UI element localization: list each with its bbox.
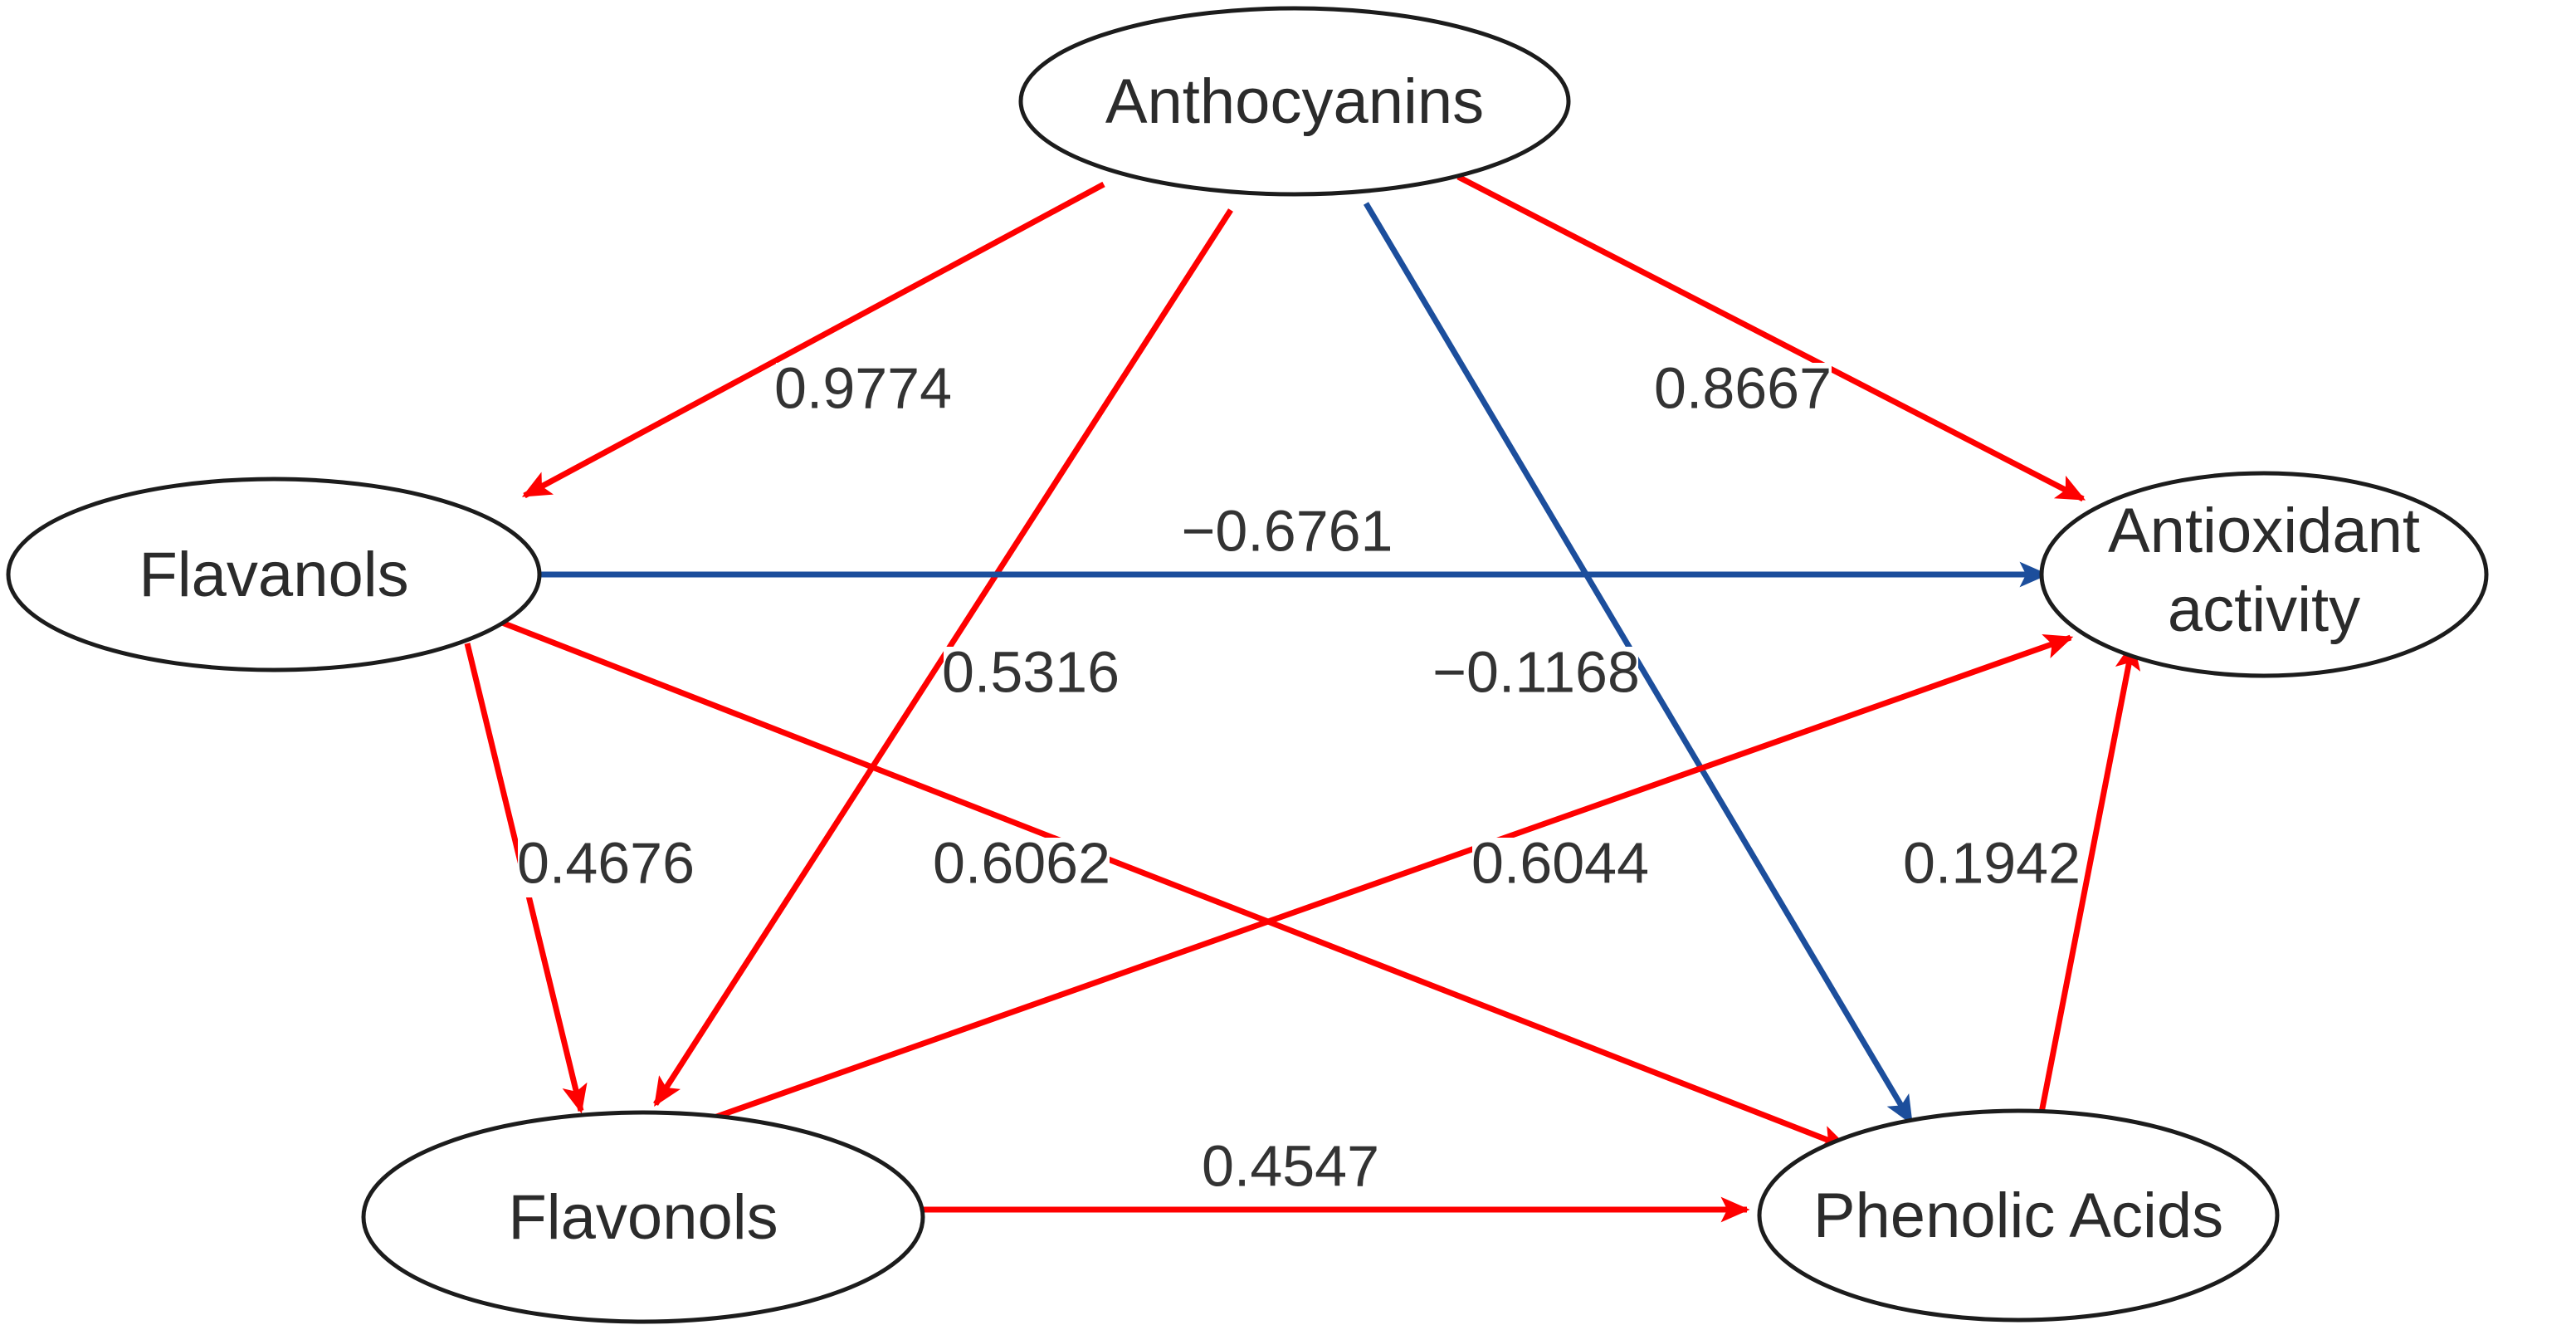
- edge-label-bg-anthocyanins-phenolic-acids: [1434, 647, 1638, 707]
- edge-phenolic-acids-to-antioxidant[interactable]: [2038, 640, 2141, 1113]
- edge-label-phenolic-acids-antioxidant: 0.1942: [1903, 830, 2081, 895]
- node-label-antioxidant-activity-line2: activity: [2168, 574, 2360, 645]
- nodes-layer: Anthocyanins Flavanols Antioxidant activ…: [6, 6, 2489, 1324]
- edge-label-bg-phenolic-acids-antioxidant: [1904, 838, 2080, 897]
- node-ellipse-flavonols[interactable]: [361, 1110, 925, 1324]
- node-anthocyanins[interactable]: Anthocyanins: [1018, 6, 1571, 197]
- node-ellipse-anthocyanins[interactable]: [1018, 6, 1571, 197]
- node-antioxidant-activity[interactable]: Antioxidant activity: [2039, 471, 2489, 678]
- edge-label-bg-anthocyanins-antioxidant: [1656, 363, 1832, 423]
- edge-label-flavanols-flavonols: 0.4676: [517, 830, 695, 895]
- edge-labels-layer: 0.9774 0.8667 0.5316 −0.1168 −0.6761 0.4…: [517, 355, 2081, 1200]
- edge-anthocyanins-to-flavanols[interactable]: [521, 181, 1105, 499]
- node-label-flavanols: Flavanols: [139, 540, 408, 610]
- node-ellipse-flavanols[interactable]: [6, 477, 542, 672]
- edge-label-bg-flavanols-flavonols: [518, 838, 694, 897]
- node-label-antioxidant-activity-line1: Antioxidant: [2108, 496, 2420, 566]
- edge-label-bg-flavonols-phenolic-acids: [1203, 1141, 1378, 1200]
- node-label-anthocyanins: Anthocyanins: [1105, 66, 1484, 137]
- edge-anthocyanins-to-flavonols[interactable]: [653, 208, 1233, 1107]
- edge-label-flavonols-phenolic-acids: 0.4547: [1202, 1133, 1379, 1198]
- edge-label-anthocyanins-flavonols: 0.5316: [942, 639, 1120, 704]
- edge-label-bg-flavanols-phenolic-acids: [934, 838, 1110, 897]
- node-label-phenolic-acids: Phenolic Acids: [1813, 1181, 2223, 1251]
- edge-label-bg-flavanols-antioxidant: [1185, 506, 1389, 565]
- edge-flavanols-to-phenolic-acids[interactable]: [500, 619, 1850, 1151]
- edge-label-anthocyanins-flavanols: 0.9774: [774, 355, 952, 420]
- edges-layer: [464, 174, 2141, 1223]
- node-phenolic-acids[interactable]: Phenolic Acids: [1757, 1108, 2280, 1323]
- node-ellipse-antioxidant-activity[interactable]: [2039, 471, 2489, 678]
- edge-label-bg-flavonols-antioxidant: [1472, 838, 1648, 897]
- edge-label-flavonols-antioxidant: 0.6044: [1471, 830, 1649, 895]
- edge-label-anthocyanins-antioxidant: 0.8667: [1654, 355, 1832, 420]
- edge-label-anthocyanins-phenolic-acids: −0.1168: [1432, 639, 1640, 704]
- node-flavanols[interactable]: Flavanols: [6, 477, 542, 672]
- edge-anthocyanins-to-antioxidant[interactable]: [1456, 174, 2086, 502]
- edge-label-bg-anthocyanins-flavonols: [944, 647, 1120, 707]
- edge-label-flavanols-phenolic-acids: 0.6062: [933, 830, 1110, 895]
- edge-label-bg-anthocyanins-flavanols: [776, 363, 952, 423]
- node-label-flavonols: Flavonols: [508, 1182, 778, 1253]
- node-flavonols[interactable]: Flavonols: [361, 1110, 925, 1324]
- edge-label-flavanols-antioxidant: −0.6761: [1182, 498, 1393, 563]
- edge-flavonols-to-antioxidant[interactable]: [708, 633, 2074, 1122]
- edge-anthocyanins-to-phenolic-acids[interactable]: [1363, 202, 1915, 1126]
- node-ellipse-phenolic-acids[interactable]: [1757, 1108, 2280, 1323]
